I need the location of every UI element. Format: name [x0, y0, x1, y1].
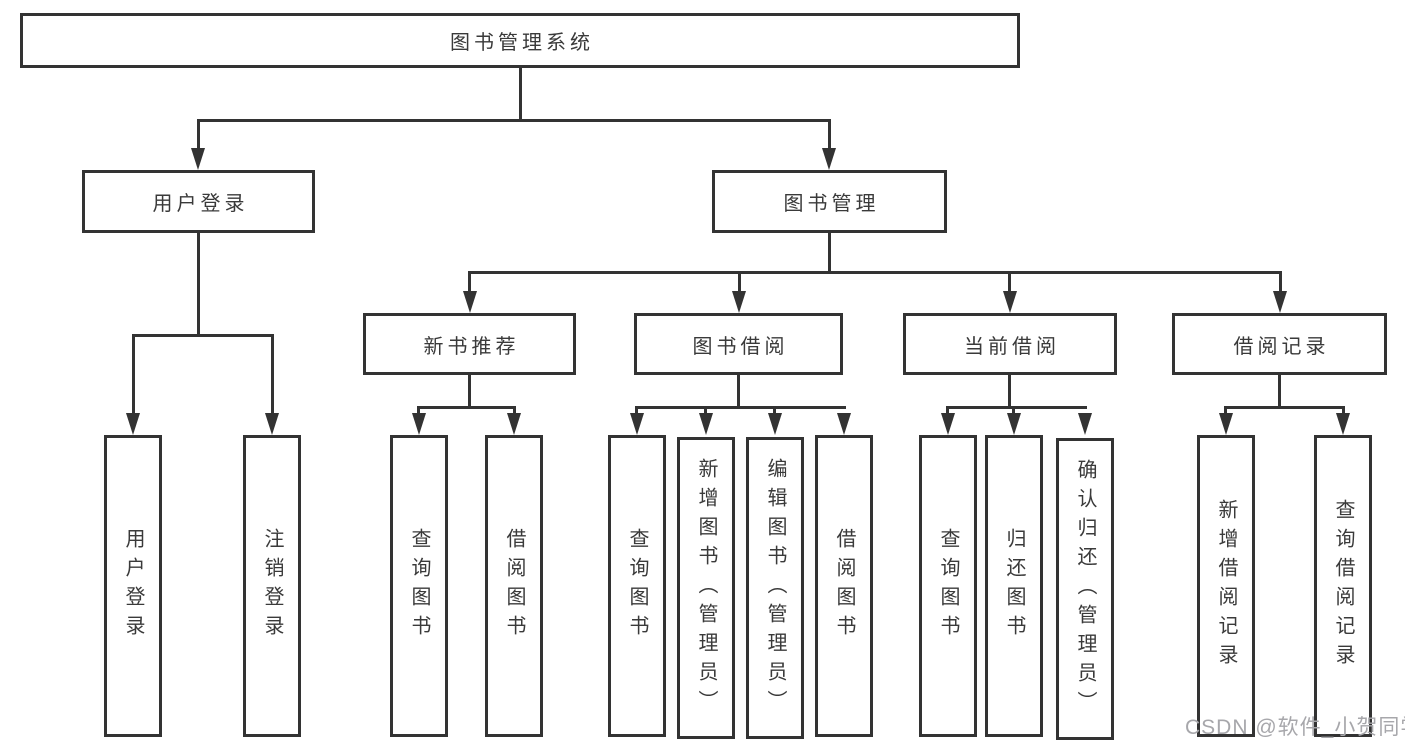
node-label: 查询图书 [626, 528, 648, 644]
arrowhead-icon [1078, 413, 1092, 435]
node-label: 新增借阅记录 [1215, 499, 1237, 673]
leaf-query-borrow-record: 查询借阅记录 [1314, 435, 1372, 737]
arrowhead-icon [126, 413, 140, 435]
leaf-add-book-admin: 新增图书（管理员） [677, 437, 735, 739]
leaf-user-login: 用户登录 [104, 435, 162, 737]
arrowhead-icon [1003, 291, 1017, 313]
node-label: 查询借阅记录 [1332, 499, 1354, 673]
arrowhead-icon [1219, 413, 1233, 435]
leaf-query-books-borrow: 查询图书 [608, 435, 666, 737]
arrowhead-icon [1007, 413, 1021, 435]
leaf-add-borrow-record: 新增借阅记录 [1197, 435, 1255, 737]
node-label: 查询图书 [937, 528, 959, 644]
node-label: 用户登录 [152, 193, 249, 215]
connector [197, 119, 200, 151]
connector [468, 271, 1282, 274]
arrowhead-icon [412, 413, 426, 435]
connector [197, 233, 200, 336]
connector [197, 119, 831, 122]
leaf-borrow-books-borrow: 借阅图书 [815, 435, 873, 737]
node-label: 借阅记录 [1233, 335, 1330, 358]
node-user-login: 用户登录 [82, 170, 315, 233]
node-borrow-records: 借阅记录 [1172, 313, 1387, 375]
connector [132, 334, 274, 337]
node-label: 用户登录 [122, 528, 144, 644]
arrowhead-icon [507, 413, 521, 435]
node-label: 归还图书 [1003, 528, 1025, 644]
arrowhead-icon [265, 413, 279, 435]
connector [1279, 271, 1282, 295]
connector [1224, 406, 1227, 417]
node-current-borrow: 当前借阅 [903, 313, 1117, 375]
node-label: 借阅图书 [833, 528, 855, 644]
leaf-edit-book-admin: 编辑图书（管理员） [746, 437, 804, 739]
node-label: 编辑图书（管理员） [764, 457, 786, 719]
arrowhead-icon [1273, 291, 1287, 313]
connector [737, 375, 740, 408]
arrowhead-icon [630, 413, 644, 435]
connector [1008, 375, 1011, 408]
connector [1278, 375, 1281, 408]
connector [468, 271, 471, 295]
connector [1008, 271, 1011, 295]
arrowhead-icon [699, 413, 713, 435]
node-label: 新书推荐 [423, 335, 520, 358]
connector [271, 334, 274, 416]
node-label: 图书管理系统 [450, 32, 594, 54]
node-book-borrow: 图书借阅 [634, 313, 843, 375]
csdn-watermark: CSDN @软件_小贺同学 [1185, 716, 1405, 739]
connector [828, 119, 831, 151]
arrowhead-icon [1336, 413, 1350, 435]
connector [417, 406, 420, 417]
connector [132, 334, 135, 416]
connector [513, 406, 516, 417]
leaf-logout: 注销登录 [243, 435, 301, 737]
node-root-library-system: 图书管理系统 [20, 13, 1020, 68]
node-label: 借阅图书 [503, 528, 525, 644]
node-label: 确认归还（管理员） [1074, 458, 1096, 720]
connector [519, 68, 522, 121]
leaf-query-books-current: 查询图书 [919, 435, 977, 737]
node-label: 注销登录 [261, 528, 283, 644]
leaf-confirm-return-admin: 确认归还（管理员） [1056, 438, 1114, 740]
connector [946, 406, 1087, 409]
node-label: 当前借阅 [964, 335, 1060, 358]
node-book-management: 图书管理 [712, 170, 947, 233]
node-new-book-recommend: 新书推荐 [363, 313, 576, 375]
leaf-query-books-recommend: 查询图书 [390, 435, 448, 737]
arrowhead-icon [822, 148, 836, 170]
arrowhead-icon [941, 413, 955, 435]
arrowhead-icon [191, 148, 205, 170]
connector [828, 233, 831, 273]
connector [738, 271, 741, 295]
connector [635, 406, 846, 409]
connector [468, 375, 471, 408]
leaf-borrow-books-recommend: 借阅图书 [485, 435, 543, 737]
connector [417, 406, 516, 409]
connector [1342, 406, 1345, 417]
node-label: 查询图书 [408, 528, 430, 644]
connector [946, 406, 949, 417]
arrowhead-icon [768, 413, 782, 435]
node-label: 新增图书（管理员） [695, 457, 717, 719]
node-label: 图书借阅 [692, 335, 789, 358]
connector [704, 406, 707, 417]
arrowhead-icon [837, 413, 851, 435]
arrowhead-icon [732, 291, 746, 313]
leaf-return-book: 归还图书 [985, 435, 1043, 737]
node-label: 图书管理 [783, 193, 880, 215]
connector [773, 406, 776, 417]
connector [1224, 406, 1345, 409]
connector [1012, 406, 1015, 417]
arrowhead-icon [463, 291, 477, 313]
connector [635, 406, 638, 417]
